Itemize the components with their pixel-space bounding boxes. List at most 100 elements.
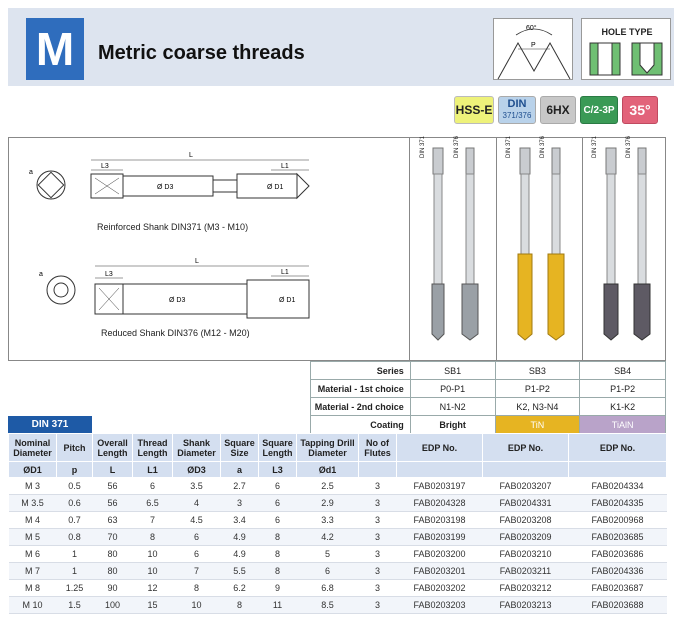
table-cell: FAB0203203 [396,596,483,614]
table-cell: M 8 [8,579,57,597]
table-cell: 1 [56,562,93,580]
coating-sb3: TiN [494,415,581,434]
table-cell: 6 [172,545,221,563]
hole-type-label: HOLE TYPE [601,27,653,37]
table-cell: M 5 [8,528,57,546]
table-cell: 6 [258,477,297,495]
tap-illustrations [431,147,651,341]
table-cell: FAB0204334 [568,477,667,495]
table-cell: 80 [92,545,133,563]
column-symbol [482,461,569,478]
page-title: Metric coarse threads [98,42,305,64]
din371-caption: Reinforced Shank DIN371 (M3 - M10) [97,222,249,232]
dim-L1-bottom: L1 [281,269,289,276]
column-header: Nominal Diameter [8,433,57,462]
column-header: EDP No. [568,433,667,462]
tap-sb1-din376 [461,147,479,341]
table-cell: 6 [258,511,297,529]
material-2-sb3: K2, N3-N4 [494,397,581,416]
table-cell: FAB0203211 [482,562,569,580]
table-cell: 3 [358,579,397,597]
dim-L3-bottom: L3 [105,271,113,278]
column-header: Thread Length [132,433,173,462]
tap-sb3-din371 [517,147,533,341]
table-cell: FAB0203685 [568,528,667,546]
table-cell: FAB0203207 [482,477,569,495]
table-cell: 4.9 [220,545,259,563]
tap-label: DIN 376 [454,135,460,158]
din-badge-label: DIN [507,98,527,110]
table-cell: 6.2 [220,579,259,597]
column-symbol: L1 [132,461,173,478]
column-header: Shank Diameter [172,433,221,462]
dim-L1-top: L1 [281,163,289,170]
table-cell: 2.9 [296,494,359,512]
table-cell: FAB0203201 [396,562,483,580]
column-header: EDP No. [396,433,483,462]
table-cell: 15 [132,596,173,614]
table-cell: 3.4 [220,511,259,529]
series-sb3: SB3 [494,361,581,380]
column-symbol: L3 [258,461,297,478]
column-header: Tapping Drill Diameter [296,433,359,462]
table-cell: 11 [258,596,297,614]
spec-table: Series SB1 SB3 SB4 Material - 1st choice… [310,361,666,434]
table-cell: FAB0203686 [568,545,667,563]
table-cell: M 4 [8,511,57,529]
tap-sb3-din376 [547,147,565,341]
dim-L3-top: L3 [101,163,109,170]
table-cell: FAB0203213 [482,596,569,614]
table-cell: 8 [220,596,259,614]
thread-angle-diagram: 60° P [493,18,573,80]
table-cell: FAB0203199 [396,528,483,546]
material-2-sb1: N1-N2 [409,397,496,416]
table-cell: 56 [92,494,133,512]
table-cell: 5 [296,545,359,563]
table-cell: FAB0203197 [396,477,483,495]
tap-label: DIN 376 [540,135,546,158]
table-cell: 100 [92,596,133,614]
dim-d1-bottom: Ø D1 [279,297,295,304]
table-cell: 3 [358,545,397,563]
table-cell: 3 [220,494,259,512]
dim-d3-top: Ø D3 [157,184,173,191]
column-header: Square Length [258,433,297,462]
coating-sb4: TiAlN [579,415,666,434]
hole-type-panel: HOLE TYPE [581,18,671,80]
table-cell: 0.8 [56,528,93,546]
drawing-panel: a L L3 L1 Ø D3 Ø D1 a L L3 L1 Ø D3 Ø D1 [8,135,666,362]
dim-a-bottom: a [39,271,43,278]
table-cell: 3 [358,511,397,529]
table-cell: 6 [296,562,359,580]
table-cell: 7 [172,562,221,580]
table-cell: 4.5 [172,511,221,529]
table-cell: 1.25 [56,579,93,597]
table-cell: FAB0200968 [568,511,667,529]
table-cell: 3 [358,494,397,512]
column-header: Overall Length [92,433,133,462]
material-1-label: Material - 1st choice [310,379,411,398]
table-cell: M 10 [8,596,57,614]
tap-sb4-din376 [633,147,651,341]
dim-d3-bottom: Ø D3 [169,297,185,304]
table-cell: FAB0203688 [568,596,667,614]
material-1-sb3: P1-P2 [494,379,581,398]
column-symbol: L [92,461,133,478]
table-cell: 0.6 [56,494,93,512]
dim-d1-top: Ø D1 [267,184,283,191]
tolerance-badge: 6HX [540,96,576,124]
din-badge-sub: 371/376 [502,111,532,120]
tap-label: DIN 371 [506,135,512,158]
column-header: No of Flutes [358,433,397,462]
dim-L-top: L [189,152,193,159]
table-cell: 10 [132,545,173,563]
table-cell: FAB0203200 [396,545,483,563]
tap-label: DIN 376 [626,135,632,158]
table-cell: 9 [258,579,297,597]
technical-drawings: a L L3 L1 Ø D3 Ø D1 a L L3 L1 Ø D3 Ø D1 [29,152,310,319]
